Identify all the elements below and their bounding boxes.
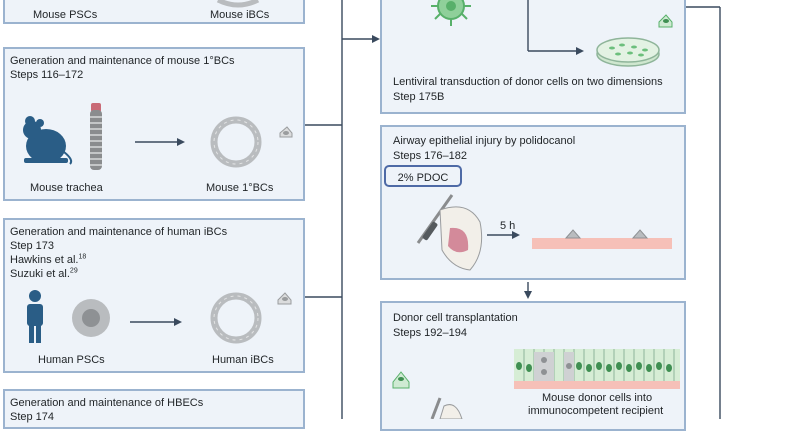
arrowheads [174, 35, 584, 326]
panel-steps-human-ibc: Step 173 [10, 240, 55, 252]
trachea-icon [90, 103, 102, 170]
panel-title-hbec: Generation and maintenance of HBECs [10, 397, 204, 409]
virus-core [446, 1, 456, 11]
caption-mouse-trachea: Mouse trachea [30, 182, 103, 194]
reference-hawkins-sup: 18 [78, 253, 87, 261]
regenerated-epithelium-icon [514, 349, 680, 389]
organoid-icon [210, 116, 262, 168]
reference-suzuki-sup: 29 [69, 267, 78, 275]
caption-mouse-1bcs: Mouse 1°BCs [206, 182, 274, 194]
time-label: 5 h [500, 220, 516, 232]
basal-cell-icon [564, 229, 582, 239]
human-icon [27, 290, 43, 343]
caption-transplant-line2: immunocompetent recipient [528, 405, 664, 417]
mouse-icon [23, 116, 73, 165]
panel-mouse-1bc [3, 47, 305, 201]
reference-hawkins-text: Hawkins et al. [10, 254, 79, 266]
reference-hawkins: Hawkins et al.18 [10, 253, 86, 267]
epithelium-strip [532, 238, 672, 249]
panel-title-human-ibc: Generation and maintenance of human iBCs [10, 226, 228, 238]
diagram-graphics [23, 0, 721, 419]
panel-title-injury: Airway epithelial injury by polidocanol [393, 135, 576, 147]
pipette-injection-icon [430, 397, 463, 419]
pipette-injection-icon [416, 194, 483, 271]
panel-steps-transplant: Steps 192–194 [393, 327, 468, 339]
connector-lines [130, 0, 721, 419]
panel-steps-lentiviral: Step 175B [393, 91, 445, 103]
panel-human-ibc [3, 218, 305, 373]
caption-mouse-ibcs: Mouse iBCs [210, 9, 270, 21]
panel-steps-mouse-1bc: Steps 116–172 [10, 69, 84, 81]
panel-title-lentiviral: Lentiviral transduction of donor cells o… [393, 76, 663, 88]
panel-title-transplant: Donor cell transplantation [393, 312, 518, 324]
pdoc-badge: 2% PDOC [384, 165, 462, 187]
organoid-icon [210, 292, 262, 344]
petri-dish-icon [596, 37, 660, 67]
reference-suzuki-text: Suzuki et al. [10, 268, 70, 280]
caption-mouse-pscs: Mouse PSCs [33, 9, 98, 21]
panel-steps-hbec: Step 174 [10, 411, 55, 423]
panel-injury [380, 125, 686, 280]
panel-steps-injury: Steps 176–182 [393, 150, 468, 162]
reference-suzuki: Suzuki et al.29 [10, 267, 78, 281]
organoid-partial-icon [216, 0, 260, 8]
caption-human-ibcs: Human iBCs [212, 354, 274, 366]
psc-cell-icon [72, 299, 110, 337]
panel-title-mouse-1bc: Generation and maintenance of mouse 1°BC… [10, 55, 235, 67]
basal-cell-icon [631, 229, 649, 239]
caption-transplant-line1: Mouse donor cells into [542, 392, 653, 404]
caption-human-pscs: Human PSCs [38, 354, 105, 366]
